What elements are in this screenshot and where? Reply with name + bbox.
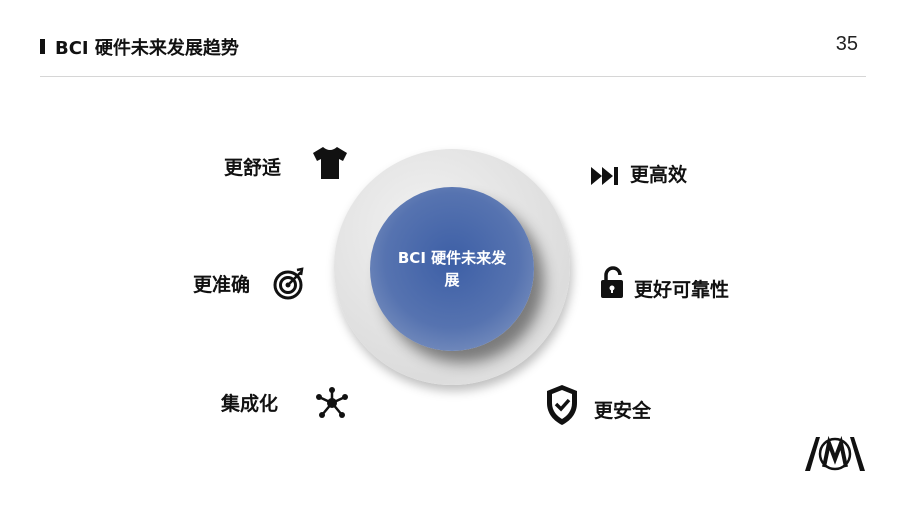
network-icon <box>316 387 348 418</box>
page-number: 35 <box>835 33 858 55</box>
item-reliability: 更好可靠性 <box>634 279 730 301</box>
logo-icon <box>805 435 865 471</box>
divider <box>40 76 866 77</box>
item-accurate: 更准确 <box>193 274 251 296</box>
item-safe: 更安全 <box>594 400 652 422</box>
shield-check-icon <box>547 385 577 425</box>
page-title: BCI 硬件未来发展趋势 <box>55 38 239 59</box>
item-integrated: 集成化 <box>221 393 279 415</box>
tshirt-icon <box>313 147 347 179</box>
center-label: BCI 硬件未来发展 <box>397 249 507 289</box>
item-efficient: 更高效 <box>630 164 688 186</box>
unlock-icon <box>601 266 623 298</box>
target-icon <box>273 267 304 300</box>
fast-forward-icon <box>591 167 618 185</box>
title-marker <box>40 39 45 54</box>
item-comfort: 更舒适 <box>224 157 282 179</box>
center-circle: BCI 硬件未来发展 <box>370 187 534 351</box>
